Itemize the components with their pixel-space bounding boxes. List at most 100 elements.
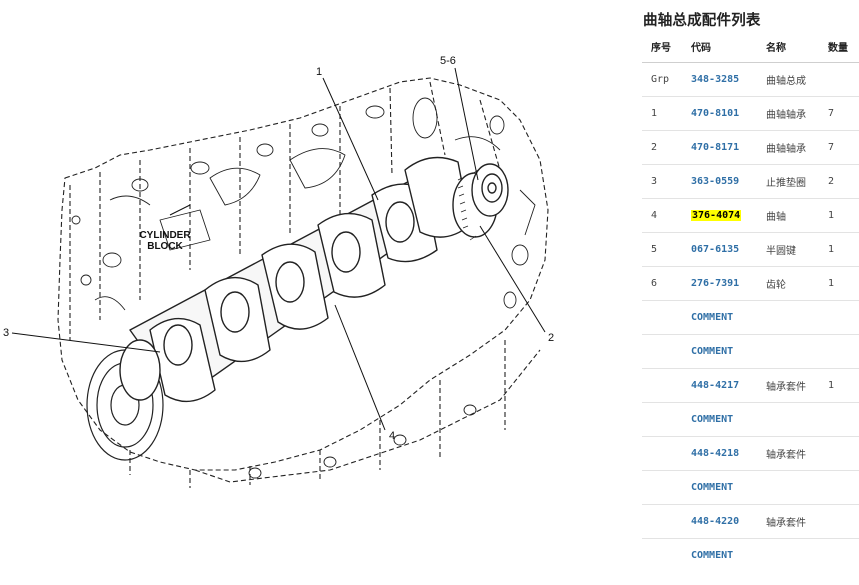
comment-link[interactable]: COMMENT (691, 549, 734, 561)
row-qty (826, 61, 859, 96)
table-row: COMMENT (642, 469, 859, 504)
row-qty: 7 (826, 129, 859, 164)
table-row: COMMENT (642, 537, 859, 572)
row-qty (826, 503, 859, 538)
row-name (766, 401, 826, 436)
row-seq (642, 503, 691, 538)
row-code-cell: 448-4217 (691, 367, 766, 402)
row-code-cell: COMMENT (691, 333, 766, 368)
callout-1: 1 (316, 66, 323, 78)
row-code-cell: 376-4074 (691, 197, 766, 232)
part-code-link[interactable]: 448-4220 (691, 515, 740, 527)
row-code-cell: COMMENT (691, 401, 766, 436)
table-row: COMMENT (642, 401, 859, 436)
row-qty: 7 (826, 95, 859, 130)
comment-link[interactable]: COMMENT (691, 345, 734, 357)
row-code-cell: COMMENT (691, 299, 766, 334)
row-qty: 1 (826, 231, 859, 266)
row-seq: 5 (642, 231, 691, 266)
row-code-cell: COMMENT (691, 469, 766, 504)
table-row: COMMENT (642, 299, 859, 334)
row-seq (642, 469, 691, 504)
row-name: 轴承套件 (766, 503, 826, 538)
cylinder-block-label-line1: CYLINDER (139, 230, 191, 241)
part-code-link[interactable]: 348-3285 (691, 73, 740, 85)
table-row: COMMENT (642, 333, 859, 368)
row-name (766, 469, 826, 504)
row-seq: 4 (642, 197, 691, 232)
row-name: 轴承套件 (766, 367, 826, 402)
row-qty (826, 469, 859, 504)
row-qty (826, 333, 859, 368)
cylinder-block-outline (57, 77, 549, 488)
callout-4: 4 (389, 430, 396, 442)
row-name: 轴承套件 (766, 435, 826, 470)
row-qty (826, 435, 859, 470)
row-seq (642, 333, 691, 368)
row-qty (826, 537, 859, 572)
row-name (766, 333, 826, 368)
part-code-link[interactable]: 448-4217 (691, 379, 740, 391)
header-code: 代码 (691, 30, 766, 63)
row-code-cell: 448-4220 (691, 503, 766, 538)
row-name: 半圆键 (766, 231, 826, 266)
comment-link[interactable]: COMMENT (691, 413, 734, 425)
part-code-link[interactable]: 067-6135 (691, 243, 740, 255)
part-code-link[interactable]: 448-4218 (691, 447, 740, 459)
row-qty (826, 299, 859, 334)
row-seq: Grp (642, 61, 691, 96)
row-seq: 6 (642, 265, 691, 300)
cylinder-block-label: CYLINDER BLOCK (137, 230, 193, 252)
row-seq: 3 (642, 163, 691, 198)
part-code-link[interactable]: 363-0559 (691, 175, 740, 187)
part-code-link[interactable]: 276-7391 (691, 277, 740, 289)
part-code-link[interactable]: 470-8171 (691, 141, 740, 153)
row-qty: 1 (826, 265, 859, 300)
callout-5-6: 5-6 (440, 55, 456, 67)
row-seq (642, 401, 691, 436)
exploded-view-diagram: 1 5-6 2 3 4 CYLINDER BLOCK (3, 55, 555, 488)
header-qty: 数量 (826, 30, 859, 63)
row-code-cell: 348-3285 (691, 61, 766, 96)
row-code-cell: 448-4218 (691, 435, 766, 470)
callout-2: 2 (548, 332, 555, 344)
row-code-cell: 363-0559 (691, 163, 766, 198)
crankshaft-illustration (11, 67, 549, 488)
panel-title: 曲轴总成配件列表 (643, 13, 761, 29)
row-code-cell: COMMENT (691, 537, 766, 572)
row-name: 曲轴总成 (766, 61, 826, 96)
table-row: 448-4220 轴承套件 (642, 503, 859, 538)
part-code-link[interactable]: 470-8101 (691, 107, 740, 119)
comment-link[interactable]: COMMENT (691, 311, 734, 323)
row-seq (642, 537, 691, 572)
row-seq (642, 435, 691, 470)
part-code-link[interactable]: 376-4074 (691, 209, 742, 221)
row-name (766, 299, 826, 334)
row-qty (826, 401, 859, 436)
row-seq: 1 (642, 95, 691, 130)
comment-link[interactable]: COMMENT (691, 481, 734, 493)
row-code-cell: 470-8101 (691, 95, 766, 130)
row-name: 曲轴轴承 (766, 95, 826, 130)
row-name (766, 537, 826, 572)
row-name: 止推垫圈 (766, 163, 826, 198)
row-name: 曲轴 (766, 197, 826, 232)
row-qty: 1 (826, 197, 859, 232)
table-row: 448-4218 轴承套件 (642, 435, 859, 470)
row-name: 曲轴轴承 (766, 129, 826, 164)
row-seq (642, 299, 691, 334)
row-code-cell: 276-7391 (691, 265, 766, 300)
row-code-cell: 067-6135 (691, 231, 766, 266)
row-seq: 2 (642, 129, 691, 164)
row-qty: 2 (826, 163, 859, 198)
row-name: 齿轮 (766, 265, 826, 300)
row-qty: 1 (826, 367, 859, 402)
